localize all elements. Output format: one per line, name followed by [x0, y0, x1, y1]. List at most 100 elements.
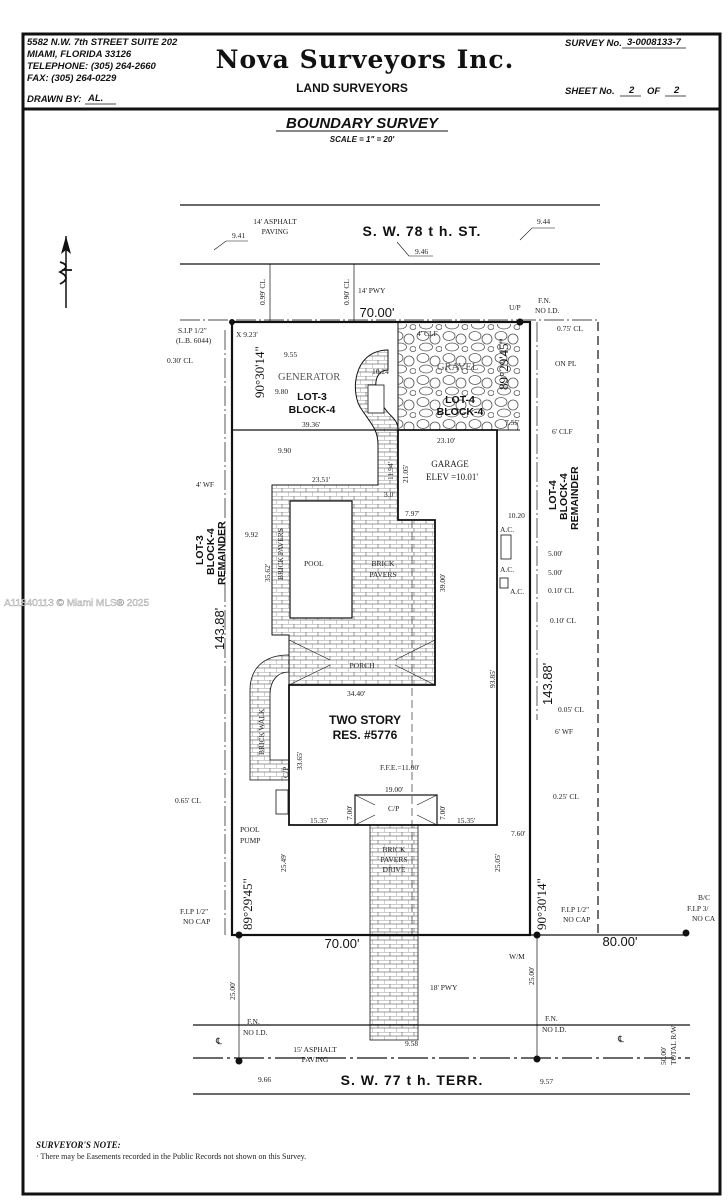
generator	[367, 384, 385, 414]
north-street: 14' ASPHALT PAVING S. W. 78 t h. ST. 9.4…	[180, 204, 600, 322]
label: A.C.	[500, 565, 514, 574]
company-subtitle: LAND SURVEYORS	[296, 81, 408, 95]
label: 33.65'	[295, 751, 304, 770]
sheet-no: 2	[628, 85, 635, 96]
brick-walk	[249, 654, 290, 781]
label: F.I.P 1/2"	[561, 905, 589, 914]
label: W/M	[509, 952, 525, 961]
label: 7.55'	[505, 418, 520, 427]
label: GRAVEL	[437, 362, 478, 373]
residence-outline	[288, 429, 498, 826]
label: 10.24	[372, 367, 389, 376]
sheet-total: 2	[673, 85, 680, 96]
label: F.I.P 1/2"	[180, 907, 208, 916]
label: X 9.23'	[236, 330, 258, 339]
label: 0.25' CL	[553, 792, 579, 801]
surveyor-note-line: · There may be Easements recorded in the…	[36, 1152, 306, 1161]
label: 9.90	[278, 446, 291, 455]
feature-labels: GENERATOR 10.24 GRAVEL 9.55 9.80 9.90 9.…	[240, 350, 526, 874]
drawn-by-value: AL.	[87, 93, 103, 104]
label: 7.60'	[511, 829, 526, 838]
label: 6' CLF	[552, 427, 573, 436]
label: PUMP	[240, 836, 260, 845]
elevation: 9.58	[405, 1039, 418, 1048]
label: NO CA	[692, 914, 716, 923]
right-of-way: 50.00'	[659, 1046, 668, 1065]
property-boundary	[230, 320, 532, 937]
centerline-symbol: ℄	[617, 1034, 624, 1044]
label: 0.75' CL	[557, 324, 583, 333]
angle: 90°30'14"	[252, 346, 267, 398]
label: NO I.D.	[243, 1028, 267, 1037]
street-name: S. W. 78 t h. ST.	[363, 223, 482, 239]
lot-label: BLOCK-4	[558, 473, 570, 520]
elevation: 9.46	[415, 247, 428, 256]
mls-watermark: A11840113 © Miami MLS® 2025	[4, 598, 149, 609]
label: 9.92	[245, 530, 258, 539]
elevation: 9.57	[540, 1077, 553, 1086]
gravel-area	[398, 324, 520, 430]
label: C/P	[281, 767, 290, 778]
label: 10.20	[508, 511, 525, 520]
elevation: 9.66	[258, 1075, 271, 1084]
label: 23.10'	[437, 436, 456, 445]
label: PORCH	[349, 661, 375, 670]
label: 39.36'	[302, 420, 321, 429]
label: 0.65' CL	[175, 796, 201, 805]
lot-label: LOT-4	[547, 480, 559, 510]
address-line: FAX: (305) 264-0229	[27, 73, 117, 84]
surveyor-note-heading: SURVEYOR'S NOTE:	[36, 1140, 121, 1150]
label: NO CAP	[183, 917, 210, 926]
sheet-border	[21, 32, 722, 1196]
lot-label: BLOCK-4	[289, 404, 336, 416]
fence-labels: 0.30' CL 0.75' CL ON PL 4' CLF 6' CLF 4'…	[167, 324, 584, 805]
label: 7.00'	[345, 805, 354, 820]
elevation: 9.41	[232, 231, 245, 240]
label: F.F.E.=11.00'	[380, 763, 420, 772]
label: BRICK PAVERS	[276, 528, 285, 580]
address-line: TELEPHONE: (305) 264-2660	[27, 61, 157, 72]
label: 7.97'	[405, 509, 420, 518]
pool-pump	[275, 789, 289, 815]
label: 0.10' CL	[548, 586, 574, 595]
lot-label: REMAINDER	[216, 521, 228, 585]
paving-label: 14' ASPHALT	[253, 217, 297, 226]
label: 9.80	[275, 387, 288, 396]
dim-left: 143.88'	[212, 608, 227, 650]
sheet-of-label: OF	[647, 86, 660, 97]
label: ON PL	[555, 359, 577, 368]
label: 7.00'	[438, 805, 447, 820]
label: 9.55	[284, 350, 297, 359]
address-line: MIAMI, FLORIDA 33126	[27, 49, 132, 60]
label: BRICK	[383, 845, 407, 854]
label: GARAGE	[431, 459, 469, 469]
monuments: U/P F.N. NO I.D. S.I.P 1/2" (L.B. 6044) …	[176, 296, 716, 1037]
survey-no-value: 3-0008133-7	[627, 37, 682, 48]
label: POOL	[304, 559, 324, 568]
label: F.N.	[545, 1014, 558, 1023]
residence-label: TWO STORY	[329, 713, 401, 727]
angle: 89°29'45"	[496, 338, 511, 390]
address-line: 5582 N.W. 7th STREET SUITE 202	[27, 37, 178, 48]
parkway-label: 18' PWY	[430, 983, 458, 992]
label: 15.35'	[310, 816, 329, 825]
label: 11.94'	[386, 461, 395, 480]
centerline-symbol: ℄	[215, 1036, 222, 1046]
label: S.I.P 1/2"	[178, 326, 207, 335]
pool	[289, 500, 353, 619]
label: 21.05'	[401, 464, 410, 483]
label: 25.49'	[279, 853, 288, 872]
label: (L.B. 6044)	[176, 336, 212, 345]
lot-labels: LOT-3 BLOCK-4 LOT-4 BLOCK-4 LOT-3 BLOCK-…	[194, 391, 581, 585]
label: F.N.	[247, 1017, 260, 1026]
label: 3.0'	[384, 490, 395, 499]
label: POOL	[240, 825, 260, 834]
label: 25.05'	[493, 853, 502, 872]
angle: 90°30'14"	[534, 878, 549, 930]
label: 15.35'	[457, 816, 476, 825]
lot-label: LOT-4	[445, 394, 475, 406]
dim-bottom: 70.00'	[324, 936, 359, 951]
label: NO I.D.	[542, 1025, 566, 1034]
label: NO I.D.	[535, 306, 559, 315]
ac-unit	[499, 577, 509, 589]
